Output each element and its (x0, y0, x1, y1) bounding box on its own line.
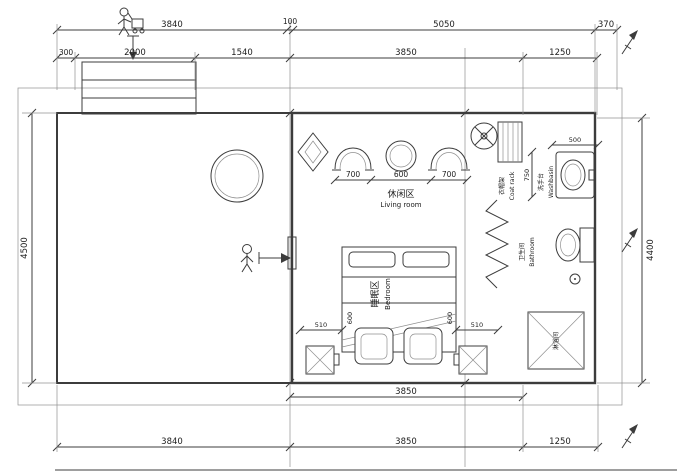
extension-lines (56, 24, 618, 452)
dimension-row-top-2: 300 2000 1540 3850 1250 (52, 48, 602, 63)
nightstand-right (453, 345, 488, 375)
dim-label: 500 (569, 136, 581, 144)
armchair-right (428, 147, 470, 171)
armchair-left (332, 147, 374, 171)
dimension-right: 4400 (597, 113, 656, 388)
dimension-row-top-1: 3840 100 5050 370 (52, 17, 622, 35)
dimension-row-bottom-2: 3840 3850 1250 (52, 437, 603, 452)
room-label-washbasin-zh: 洗手台 (537, 173, 545, 191)
room-label-washbasin-en: Washbasin (548, 166, 555, 198)
round-table (210, 149, 264, 203)
living-room: 700 600 700 休闲区 Living room (297, 132, 472, 209)
dim-label: 3850 (395, 387, 417, 397)
dim-label: 700 (442, 170, 457, 179)
dim-label: 100 (283, 17, 298, 26)
dimension-row-bottom-1: 3850 (285, 387, 528, 402)
dim-label: 600 (346, 312, 354, 324)
entry-direction-arrow-icon (127, 35, 139, 60)
entry-person-icon (117, 7, 145, 36)
dim-label: 600 (446, 312, 454, 324)
dim-label: 3850 (395, 437, 417, 447)
washbasin: 500 750 洗手台 Washbasin (523, 136, 603, 202)
bed-seat-right (403, 327, 443, 365)
dim-label: 510 (315, 321, 327, 329)
dim-label: 1540 (231, 48, 253, 58)
dim-label: 3840 (161, 20, 183, 30)
room-label-bedroom-zh: 睡眠区 (369, 280, 381, 307)
coat-rack: 衣帽架 Coat rack (497, 121, 523, 200)
bed-dimension-lines: 510 510 600 600 (295, 312, 503, 335)
deck-area (56, 112, 293, 384)
nightstand-left (305, 345, 340, 375)
bathroom: 卫生间 Bathroom (484, 199, 595, 289)
dim-label: 1250 (549, 48, 571, 58)
bed-seat-left (354, 327, 394, 365)
living-dimension-line: 700 600 700 (330, 170, 472, 185)
room-label-bathroom-zh: 卫生间 (518, 243, 526, 261)
dim-label: 510 (471, 321, 483, 329)
dim-label: 370 (598, 20, 614, 30)
toilet (555, 227, 595, 263)
shower-stall: 淋浴间 (527, 311, 585, 370)
dim-label: 3850 (395, 48, 417, 58)
dim-label: 5050 (433, 20, 455, 30)
site-boundary (17, 87, 623, 406)
cabin-walls (287, 111, 597, 385)
dim-label: 4500 (20, 237, 30, 259)
room-label-bathroom-en: Bathroom (529, 237, 536, 267)
room-label-coatrack-en: Coat rack (509, 171, 516, 200)
fan-icon (470, 122, 498, 150)
bedroom: 睡眠区 Bedroom 510 510 600 600 (295, 246, 503, 365)
dim-label: 3840 (161, 437, 183, 447)
dimension-left: 4500 (20, 108, 57, 388)
dim-label: 750 (523, 169, 531, 181)
room-label-bedroom-en: Bedroom (384, 278, 392, 310)
decor-diamond (297, 132, 329, 172)
room-label-living-zh: 休闲区 (387, 188, 414, 200)
dim-label: 300 (59, 48, 74, 57)
dim-label: 4400 (646, 239, 656, 261)
room-label-shower-zh: 淋浴间 (552, 332, 560, 350)
dim-label: 700 (346, 170, 361, 179)
coffee-table (385, 140, 417, 172)
deck-person-icon (240, 244, 254, 273)
door-direction-arrow-icon (258, 252, 291, 264)
floor-drain-icon (569, 273, 581, 285)
room-label-coatrack-zh: 衣帽架 (498, 177, 506, 195)
north-arrow-icons (621, 29, 639, 449)
room-label-living-en: Living room (380, 201, 421, 209)
dim-label: 2000 (124, 48, 146, 58)
dim-label: 600 (394, 170, 409, 179)
dim-label: 1250 (549, 437, 571, 447)
grid-lines (285, 20, 470, 467)
